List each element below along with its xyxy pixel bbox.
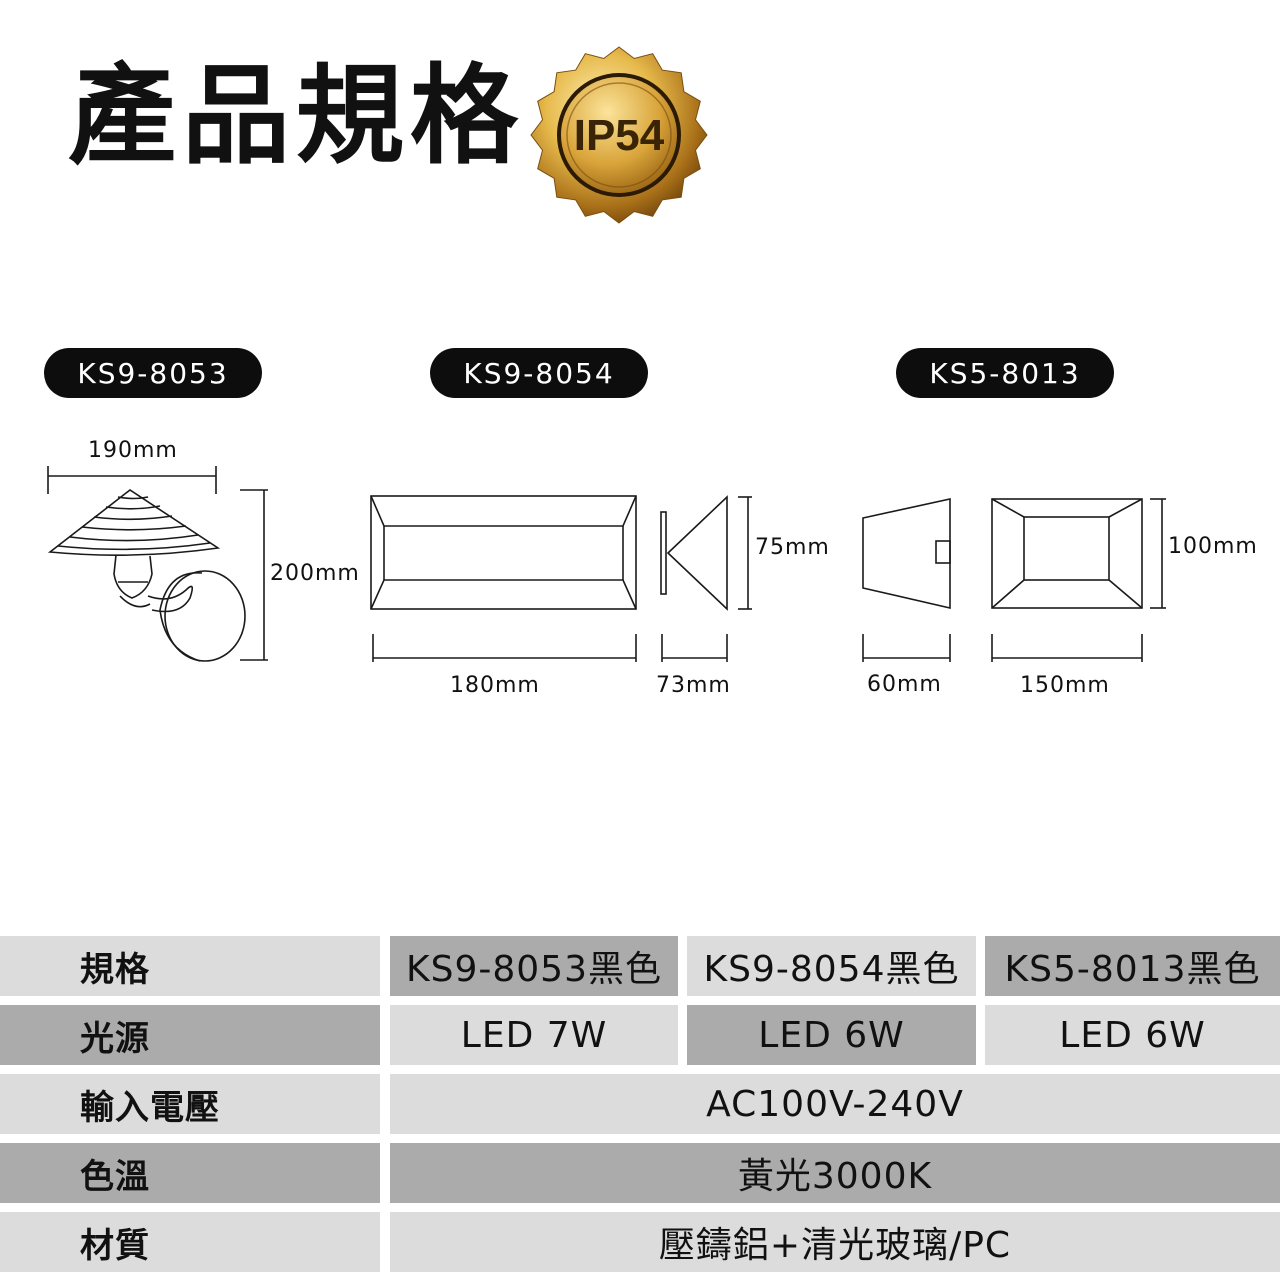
dim-ks9-8054-length: 180mm [450,673,540,698]
table-row-light-source: 光源 LED 7W LED 6W LED 6W [0,1005,1280,1065]
dim-ks9-8053-width: 190mm [88,438,178,463]
cell-color-temperature: 黃光3000K [390,1143,1280,1203]
cell-model-ks9-8053: KS9-8053黑色 [390,936,678,996]
dim-ks9-8053-height: 200mm [270,561,360,586]
model-pill-ks9-8054: KS9-8054 [430,348,648,398]
row-label-model: 規格 [0,936,380,996]
cell-light-ks9-8054: LED 6W [687,1005,976,1065]
cell-model-ks9-8054: KS9-8054黑色 [687,936,976,996]
ks9-8054-front-drawing [370,495,637,662]
ks5-8013-front-drawing [991,498,1166,662]
cell-light-ks5-8013: LED 6W [985,1005,1280,1065]
row-label-material: 材質 [0,1212,380,1272]
table-row-model: 規格 KS9-8053黑色 KS9-8054黑色 KS5-8013黑色 [0,936,1280,996]
dim-ks5-8013-width: 150mm [1020,673,1110,698]
cell-light-ks9-8053: LED 7W [390,1005,678,1065]
table-row-input-voltage: 輸入電壓 AC100V-240V [0,1074,1280,1134]
model-pill-ks5-8013: KS5-8013 [896,348,1114,398]
row-label-input-voltage: 輸入電壓 [0,1074,380,1134]
dimension-drawings [47,466,1166,662]
ks9-8054-side-drawing [660,495,752,662]
table-row-material: 材質 壓鑄鋁+清光玻璃/PC [0,1212,1280,1272]
badge-text: IP54 [574,111,665,160]
cell-model-ks5-8013: KS5-8013黑色 [985,936,1280,996]
table-row-color-temperature: 色溫 黃光3000K [0,1143,1280,1203]
dim-ks9-8054-height: 75mm [755,535,830,560]
ks5-8013-side-drawing [862,498,951,662]
cell-material: 壓鑄鋁+清光玻璃/PC [390,1212,1280,1272]
ks9-8053-drawing [47,466,268,662]
spec-table: 規格 KS9-8053黑色 KS9-8054黑色 KS5-8013黑色 光源 L… [0,932,1280,1272]
page-title: 產品規格 [68,54,525,179]
model-pill-ks9-8053: KS9-8053 [44,348,262,398]
dim-ks5-8013-depth: 60mm [867,672,942,697]
cell-input-voltage: AC100V-240V [390,1074,1280,1134]
dim-ks9-8054-depth: 73mm [656,673,731,698]
ip54-seal-badge: IP54 [530,46,708,224]
dim-ks5-8013-height: 100mm [1168,534,1258,559]
row-label-light-source: 光源 [0,1005,380,1065]
row-label-color-temperature: 色溫 [0,1143,380,1203]
